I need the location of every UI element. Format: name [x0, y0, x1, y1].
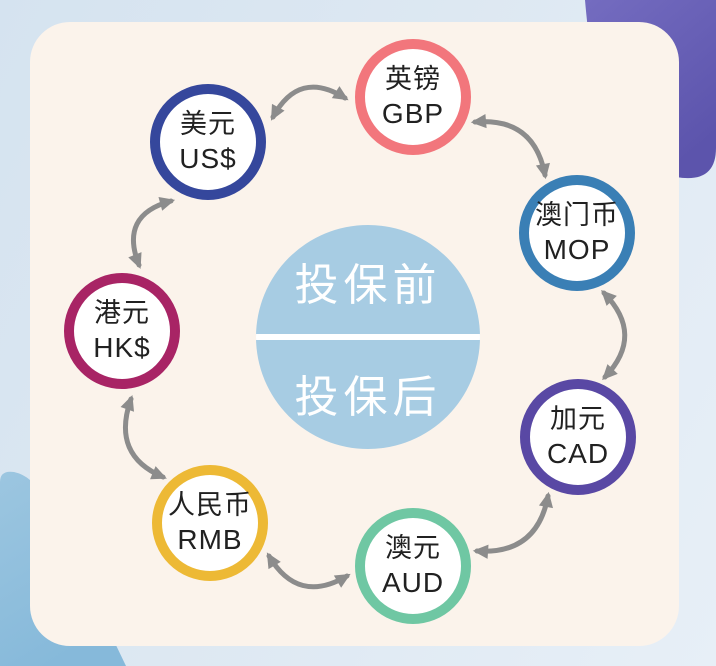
currency-code: CAD	[546, 438, 610, 470]
currency-code: HK$	[93, 332, 151, 364]
currency-name-zh: 人民币	[168, 489, 252, 520]
currency-code: US$	[179, 143, 237, 175]
currency-name-zh: 港元	[94, 297, 150, 328]
currency-name-zh: 英镑	[385, 63, 441, 94]
currency-node-aud: 澳元 AUD	[355, 508, 471, 624]
currency-node-usd: 美元 US$	[150, 84, 266, 200]
hub-divider-line	[256, 334, 480, 340]
currency-code: AUD	[381, 567, 445, 599]
arrow-mop-cad	[601, 289, 628, 381]
hub-label-before: 投保前	[294, 261, 442, 310]
currency-node-cad: 加元 CAD	[520, 379, 636, 495]
currency-node-hkd: 港元 HK$	[64, 273, 180, 389]
currency-node-rmb: 人民币 RMB	[152, 465, 268, 581]
center-hub: 投保前 投保后	[256, 225, 480, 449]
currency-name-zh: 美元	[180, 108, 236, 139]
currency-code: MOP	[543, 234, 611, 266]
arrow-usd-gbp	[270, 84, 349, 121]
arrow-hkd-usd	[128, 196, 176, 269]
currency-name-zh: 加元	[550, 403, 606, 434]
currency-node-gbp: 英镑 GBP	[355, 39, 471, 155]
arrow-rmb-hkd	[120, 394, 167, 480]
arrow-gbp-mop	[470, 113, 550, 180]
currency-code: GBP	[381, 98, 445, 130]
arrow-aud-rmb	[266, 552, 351, 590]
hub-label-after: 投保后	[294, 373, 442, 422]
currency-node-mop: 澳门币 MOP	[519, 175, 635, 291]
currency-name-zh: 澳元	[385, 532, 441, 563]
currency-name-zh: 澳门币	[535, 199, 619, 230]
arrow-cad-aud	[472, 491, 553, 559]
currency-code: RMB	[177, 524, 243, 556]
